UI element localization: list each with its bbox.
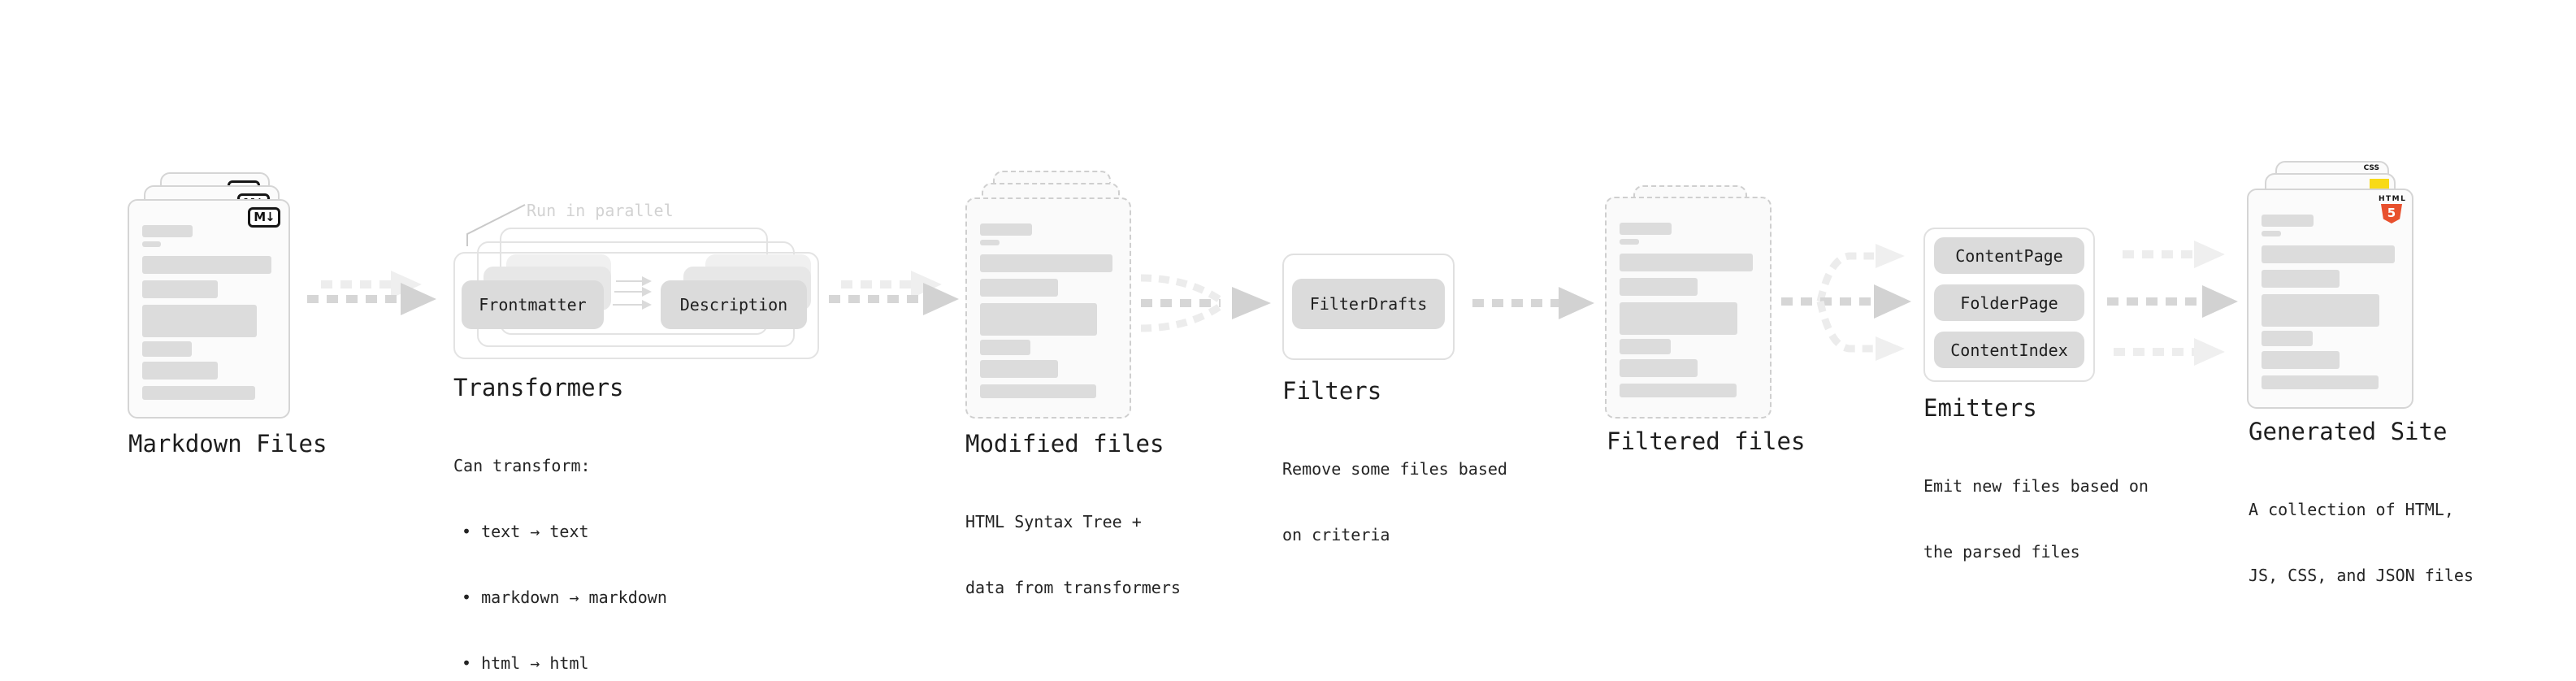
placeholder-bar (980, 279, 1058, 297)
arrow-dash (2114, 348, 2194, 356)
placeholder-bar (2262, 270, 2340, 288)
description-line: JS, CSS, and JSON files (2249, 566, 2474, 585)
description-line: • markdown → markdown (462, 588, 667, 607)
transformers-description: Can transform: • text → text • markdown … (453, 411, 667, 681)
document-placeholder-lines (142, 223, 275, 406)
filters-title: Filters (1282, 377, 1382, 405)
transformer-frame-front (453, 252, 819, 359)
description-line: A collection of HTML, (2249, 500, 2454, 519)
arrow-head (1874, 284, 1911, 319)
description-line: Remove some files based (1282, 459, 1507, 479)
placeholder-bar (980, 223, 1032, 236)
placeholder-bar (1620, 239, 1639, 245)
arrow-dash (841, 280, 911, 288)
placeholder-bar (980, 340, 1031, 355)
description-line: Emit new files based on (1923, 476, 2149, 496)
markdown-files-title: Markdown Files (128, 430, 327, 458)
contentindex-pill: ContentIndex (1934, 332, 2084, 368)
placeholder-bar (142, 280, 219, 298)
placeholder-bar (980, 303, 1098, 336)
parallel-arrows-icon (613, 276, 652, 310)
document-placeholder-lines (980, 222, 1117, 406)
description-line: • html → html (462, 653, 589, 673)
placeholder-bar (1620, 384, 1737, 397)
arrow-head (2194, 241, 2225, 268)
placeholder-bar (142, 305, 258, 337)
frontmatter-pill: Frontmatter (462, 280, 604, 329)
arrow-dash (829, 295, 923, 303)
placeholder-bar (980, 360, 1058, 378)
document-placeholder-lines (1620, 221, 1757, 406)
arrow-head (1232, 287, 1271, 319)
placeholder-bar (2262, 375, 2379, 389)
placeholder-bar (142, 341, 192, 357)
placeholder-bar (1620, 359, 1698, 377)
document-placeholder-lines (2262, 213, 2399, 396)
placeholder-bar (2262, 215, 2314, 227)
placeholder-bar (142, 241, 161, 247)
generated-site-description: A collection of HTML, JS, CSS, and JSON … (2249, 455, 2474, 631)
description-line: HTML Syntax Tree + (965, 512, 1142, 531)
markdown-icon: M↓ (248, 207, 280, 228)
placeholder-bar (1620, 339, 1671, 354)
description-line: data from transformers (965, 578, 1181, 597)
placeholder-bar (1620, 278, 1698, 296)
placeholder-bar (980, 254, 1112, 272)
markdown-file-card-front: M↓ (128, 199, 290, 419)
arrow-dash (307, 295, 401, 303)
placeholder-bar (142, 256, 272, 274)
html5-wordmark: HTML (2379, 195, 2407, 203)
description-line: on criteria (1282, 525, 1390, 544)
arrow-head (1876, 336, 1905, 361)
placeholder-bar (142, 225, 193, 237)
modified-files-description: HTML Syntax Tree + data from transformer… (965, 467, 1181, 643)
modified-files-title: Modified files (965, 430, 1164, 458)
arrow-head (2194, 338, 2225, 366)
arrow-dash (321, 280, 391, 288)
generated-site-card-front: HTML 5 (2247, 189, 2413, 409)
arrow-dash (1472, 299, 1559, 307)
arrow-modified-to-filters (1140, 274, 1271, 332)
arrow-head (1559, 287, 1594, 319)
transformers-title: Transformers (453, 374, 624, 401)
description-pill: Description (661, 280, 807, 329)
arrow-dash (2107, 297, 2202, 306)
emitters-title: Emitters (1923, 394, 2037, 422)
arrow-filtered-to-emitters (1781, 244, 1911, 361)
placeholder-bar (980, 384, 1096, 398)
placeholder-bar (2262, 231, 2281, 236)
arrow-dash (2123, 250, 2194, 258)
arrow-head (1876, 244, 1905, 268)
description-line: Can transform: (453, 456, 591, 475)
placeholder-bar (980, 240, 1000, 245)
placeholder-bar (142, 386, 256, 400)
folderpage-pill: FolderPage (1934, 284, 2084, 321)
placeholder-bar (2262, 351, 2340, 369)
placeholder-bar (142, 362, 219, 380)
note-connector-line (466, 204, 526, 246)
filtered-files-title: Filtered files (1607, 427, 1806, 455)
placeholder-bar (1620, 223, 1672, 235)
placeholder-bar (2262, 294, 2380, 327)
run-in-parallel-note: Run in parallel (527, 201, 674, 220)
description-line: the parsed files (1923, 542, 2080, 562)
placeholder-bar (2262, 245, 2395, 263)
filtered-file-card-front (1605, 197, 1772, 419)
arrow-head (923, 283, 959, 315)
arrow-head (401, 283, 436, 315)
description-line: • text → text (462, 522, 589, 541)
filterdrafts-pill: FilterDrafts (1292, 279, 1445, 329)
emitters-description: Emit new files based on the parsed files (1923, 432, 2149, 607)
arrow-head (2202, 285, 2238, 318)
html5-icon: HTML 5 (2379, 195, 2405, 223)
modified-file-card-front (965, 197, 1131, 419)
contentpage-pill: ContentPage (1934, 237, 2084, 274)
placeholder-bar (1620, 254, 1753, 271)
js-file-icon (2370, 179, 2389, 189)
placeholder-bar (1620, 302, 1738, 335)
placeholder-bar (2262, 331, 2313, 346)
generated-site-title: Generated Site (2249, 418, 2448, 445)
filters-description: Remove some files based on criteria (1282, 414, 1507, 590)
